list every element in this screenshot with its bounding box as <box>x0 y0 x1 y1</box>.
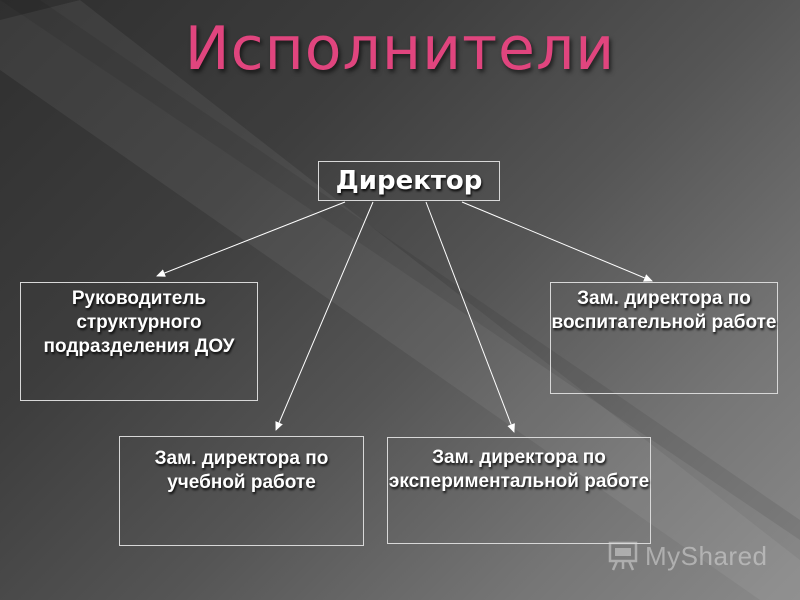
deputy-edu-node: Зам. директора по воспитательной работе <box>550 282 778 394</box>
presentation-board-icon <box>608 541 638 571</box>
arrow-to-deputy-exp <box>425 201 515 433</box>
watermark-text: MyShared <box>645 540 768 571</box>
watermark: MyShared <box>607 538 768 574</box>
head-dou-label: Руководитель структурного подразделения … <box>43 288 235 357</box>
arrow-to-head-dou <box>156 201 346 277</box>
deputy-exp-label: Зам. директора по экспериментальной рабо… <box>388 447 650 492</box>
head-dou-node: Руководитель структурного подразделения … <box>20 282 258 401</box>
deputy-study-label: Зам. директора по учебной работе <box>154 448 329 493</box>
deputy-exp-node: Зам. директора по экспериментальной рабо… <box>387 437 651 544</box>
deputy-study-node: Зам. директора по учебной работе <box>119 436 364 546</box>
arrow-to-deputy-study <box>275 201 374 431</box>
director-node: Директор <box>318 161 500 201</box>
director-label: Директор <box>335 166 483 196</box>
arrow-to-deputy-edu <box>461 201 653 282</box>
slide-title: Исполнители <box>184 14 616 84</box>
deputy-edu-label: Зам. директора по воспитательной работе <box>551 288 777 333</box>
